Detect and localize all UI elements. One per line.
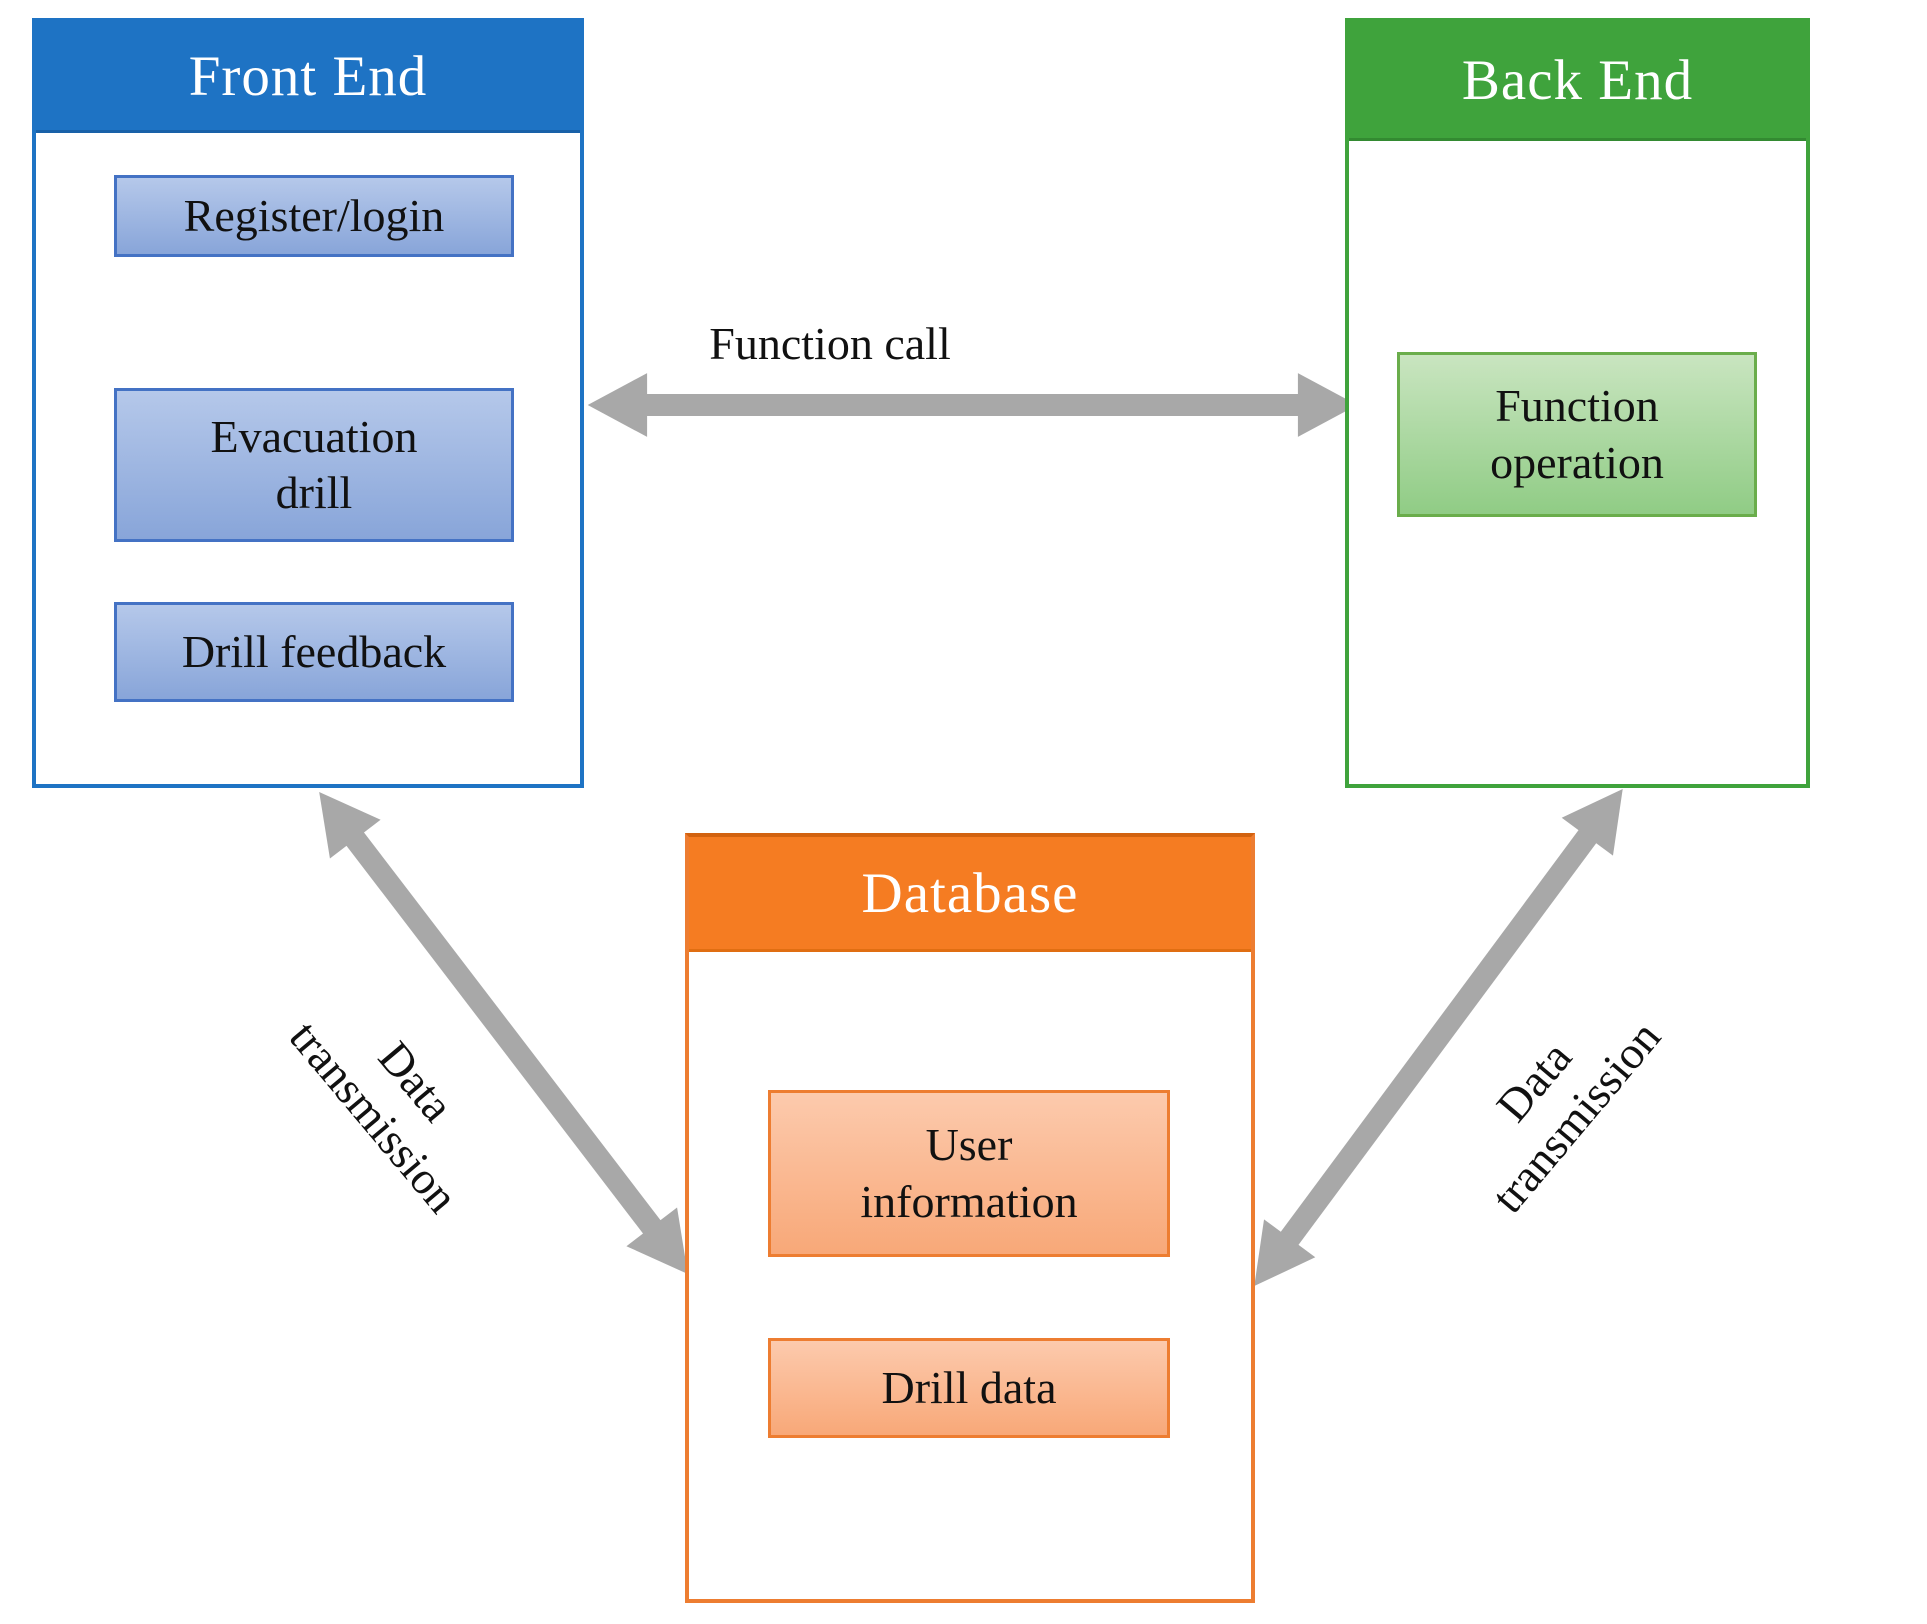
- function-operation-label: Function operation: [1490, 380, 1664, 488]
- back-end-header: Back End: [1349, 22, 1806, 141]
- front-end-header: Front End: [36, 22, 580, 133]
- evacuation-drill-label: Evacuation drill: [210, 410, 418, 518]
- function-call-label: Function call: [709, 318, 951, 369]
- register-login-box: Register/login: [114, 175, 514, 257]
- drill-feedback-box: Drill feedback: [114, 602, 514, 702]
- database-title: Database: [861, 861, 1079, 925]
- database-header: Database: [689, 837, 1251, 952]
- data-transmission-right-label: Data transmission: [1481, 1011, 1671, 1223]
- data-transmission-left-label: Data transmission: [279, 1011, 469, 1223]
- front-end-panel: Front End Register/login Evacuation dril…: [32, 18, 584, 788]
- front-end-title: Front End: [188, 44, 428, 108]
- register-login-label: Register/login: [183, 189, 445, 241]
- drill-feedback-label: Drill feedback: [181, 625, 447, 677]
- drill-data-box: Drill data: [768, 1338, 1170, 1438]
- user-information-label: User information: [860, 1119, 1078, 1227]
- back-end-panel: Back End Function operation: [1345, 18, 1810, 788]
- back-end-title: Back End: [1461, 48, 1694, 112]
- database-panel: Database User information Drill data: [685, 833, 1255, 1603]
- drill-data-label: Drill data: [881, 1361, 1057, 1413]
- evacuation-drill-box: Evacuation drill: [114, 388, 514, 542]
- function-operation-box: Function operation: [1397, 352, 1757, 517]
- user-information-box: User information: [768, 1090, 1170, 1257]
